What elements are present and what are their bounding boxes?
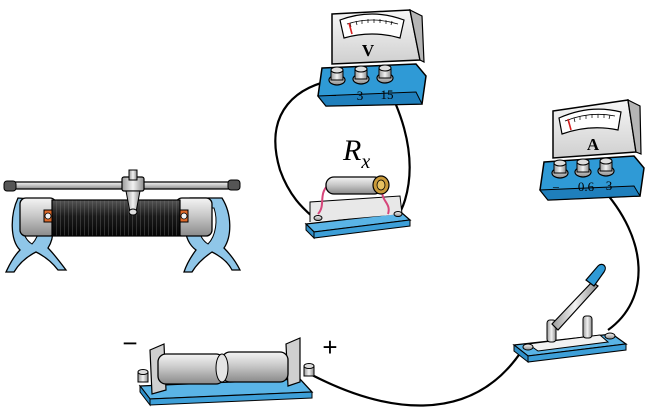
ammeter-terminals [551, 157, 615, 179]
voltmeter-terminal-label-15: 15 [381, 87, 394, 102]
wire-switch-to-battery [311, 348, 524, 407]
battery-pack[interactable]: − + [122, 328, 338, 407]
ammeter-terminal-label-0.6: 0.6 [578, 179, 595, 194]
terminal-knob[interactable] [328, 66, 346, 86]
ammeter[interactable]: A − 0.6 3 [538, 98, 645, 201]
battery-terminal-positive[interactable] [303, 363, 315, 377]
battery-cell-2 [221, 351, 289, 383]
switch-handle[interactable] [585, 263, 606, 287]
battery-positive-label: + [322, 332, 337, 362]
voltmeter[interactable]: V − 3 15 [316, 8, 427, 107]
battery-cell-1 [157, 353, 225, 385]
voltmeter-terminal-label-3: 3 [357, 88, 364, 103]
voltmeter-dial [339, 13, 405, 39]
ammeter-terminal-label-neg: − [552, 180, 559, 195]
rheostat-coil [51, 199, 181, 237]
terminal-knob[interactable] [597, 157, 615, 177]
terminal-knob[interactable] [551, 159, 569, 179]
terminal-knob[interactable] [376, 64, 394, 84]
ammeter-dial [558, 108, 622, 135]
resistor-label: Rx [342, 134, 370, 173]
voltmeter-terminal-label-neg: − [329, 88, 336, 103]
terminal-knob[interactable] [352, 65, 370, 85]
rheostat[interactable] [3, 169, 242, 273]
ammeter-terminal-label-3: 3 [606, 178, 613, 193]
switch-blade[interactable] [551, 281, 599, 331]
resistor-rx[interactable]: Rx [304, 134, 412, 240]
knife-switch[interactable] [512, 263, 628, 364]
wire-ammeter-to-switch [599, 185, 640, 331]
voltmeter-terminals [328, 64, 394, 86]
ammeter-needle [567, 118, 572, 131]
wire-voltmeter-neg-to-resistor [274, 78, 336, 219]
ammeter-symbol: A [587, 135, 600, 154]
battery-terminal-negative[interactable] [137, 369, 149, 383]
battery-negative-label: − [122, 328, 137, 358]
rheostat-slider[interactable] [121, 169, 145, 216]
terminal-knob[interactable] [574, 158, 592, 178]
voltmeter-symbol: V [362, 41, 375, 60]
voltmeter-needle [348, 22, 353, 35]
